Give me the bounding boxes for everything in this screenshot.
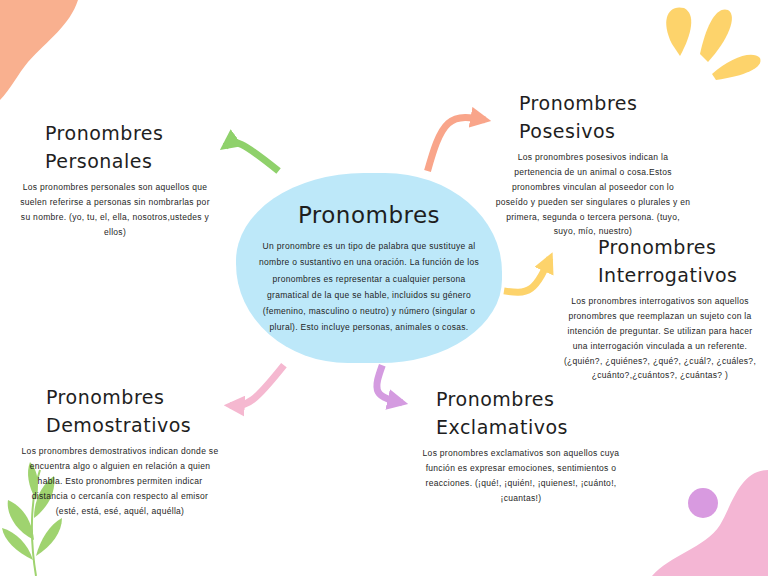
node-description: Los pronombres personales son aquellos q… (15, 180, 215, 240)
topic-node: Pronombres ExclamativosLos pronombres ex… (412, 386, 630, 506)
node-heading: Pronombres Personales (15, 120, 215, 175)
petal (712, 55, 761, 80)
curved-arrow (504, 258, 550, 292)
curved-arrow (377, 365, 402, 403)
node-description: Los pronombres exclamativos son aquellos… (412, 446, 630, 506)
curved-arrow (428, 118, 485, 171)
node-description: Los pronombres demostrativos indican don… (20, 444, 220, 518)
topic-node: Pronombres PosesivosLos pronombres poses… (495, 90, 691, 239)
node-description: Los pronombres interrogativos son aquell… (560, 294, 760, 383)
central-blob: Pronombres Un pronombre es un tipo de pal… (236, 173, 502, 363)
topic-node: Pronombres PersonalesLos pronombres pers… (15, 120, 215, 240)
node-description: Los pronombres posesivos indican la pert… (495, 150, 691, 239)
corner-blob (652, 470, 768, 576)
node-description: Un pronombre es un tipo de palabra que s… (252, 238, 486, 335)
node-heading: Pronombres Demostrativos (20, 384, 220, 439)
petal (666, 7, 691, 56)
topic-node: Pronombres DemostrativosLos pronombres d… (20, 384, 220, 518)
dot (688, 488, 718, 518)
petal (700, 9, 732, 62)
node-heading: Pronombres (252, 199, 486, 232)
node-heading: Pronombres Interrogativos (560, 234, 760, 289)
node-heading: Pronombres Posesivos (495, 90, 691, 145)
corner-blob (0, 0, 78, 100)
curved-arrow (230, 365, 284, 405)
curved-arrow (225, 143, 279, 171)
node-heading: Pronombres Exclamativos (412, 386, 630, 441)
topic-node: Pronombres InterrogativosLos pronombres … (560, 234, 760, 383)
